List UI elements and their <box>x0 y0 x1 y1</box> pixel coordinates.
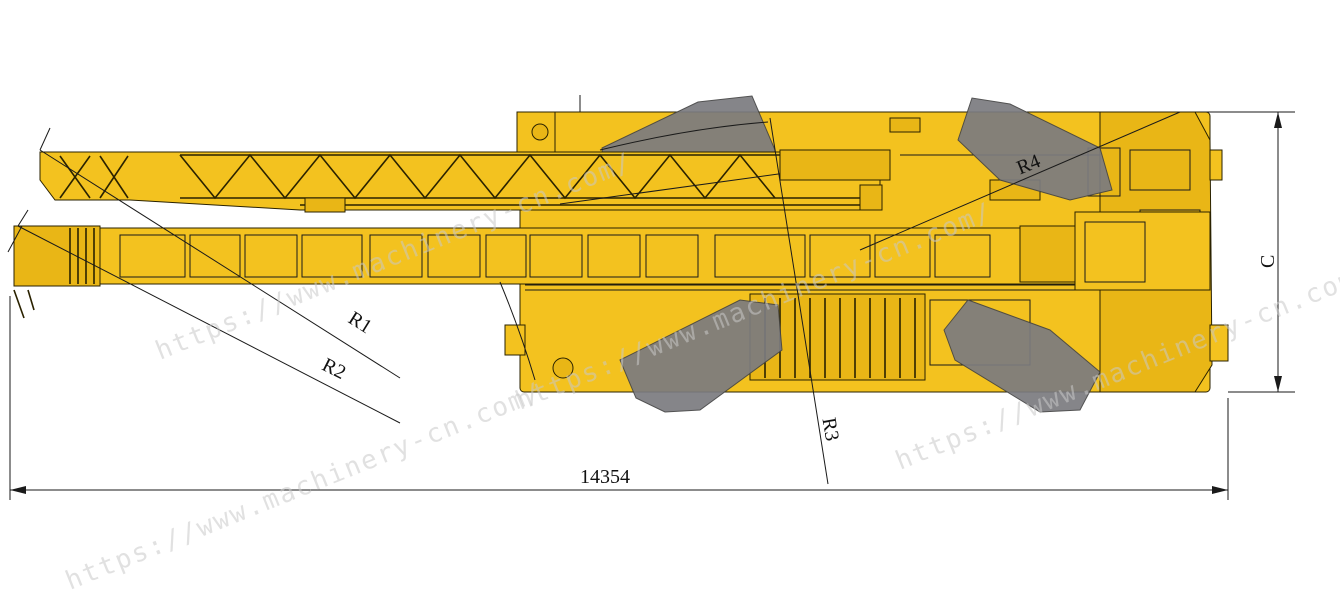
tyre-front-top <box>957 97 1113 201</box>
radius-lines <box>7 111 1181 485</box>
watermark-bottom: https://www.machinery-cn.com/ <box>61 377 547 595</box>
tyre-front-bottom <box>943 299 1101 413</box>
label-r3: R3 <box>817 416 843 443</box>
label-overall-length: 14354 <box>580 466 630 488</box>
tyres <box>601 95 1113 413</box>
tyre-rear-bottom <box>619 299 783 413</box>
label-r2: R2 <box>319 354 350 384</box>
dimension-lines <box>9 111 1295 500</box>
telescopic-boom <box>13 211 1211 319</box>
label-r1: R1 <box>344 307 375 338</box>
lattice-jib <box>39 149 891 213</box>
label-c: C <box>1257 255 1279 268</box>
